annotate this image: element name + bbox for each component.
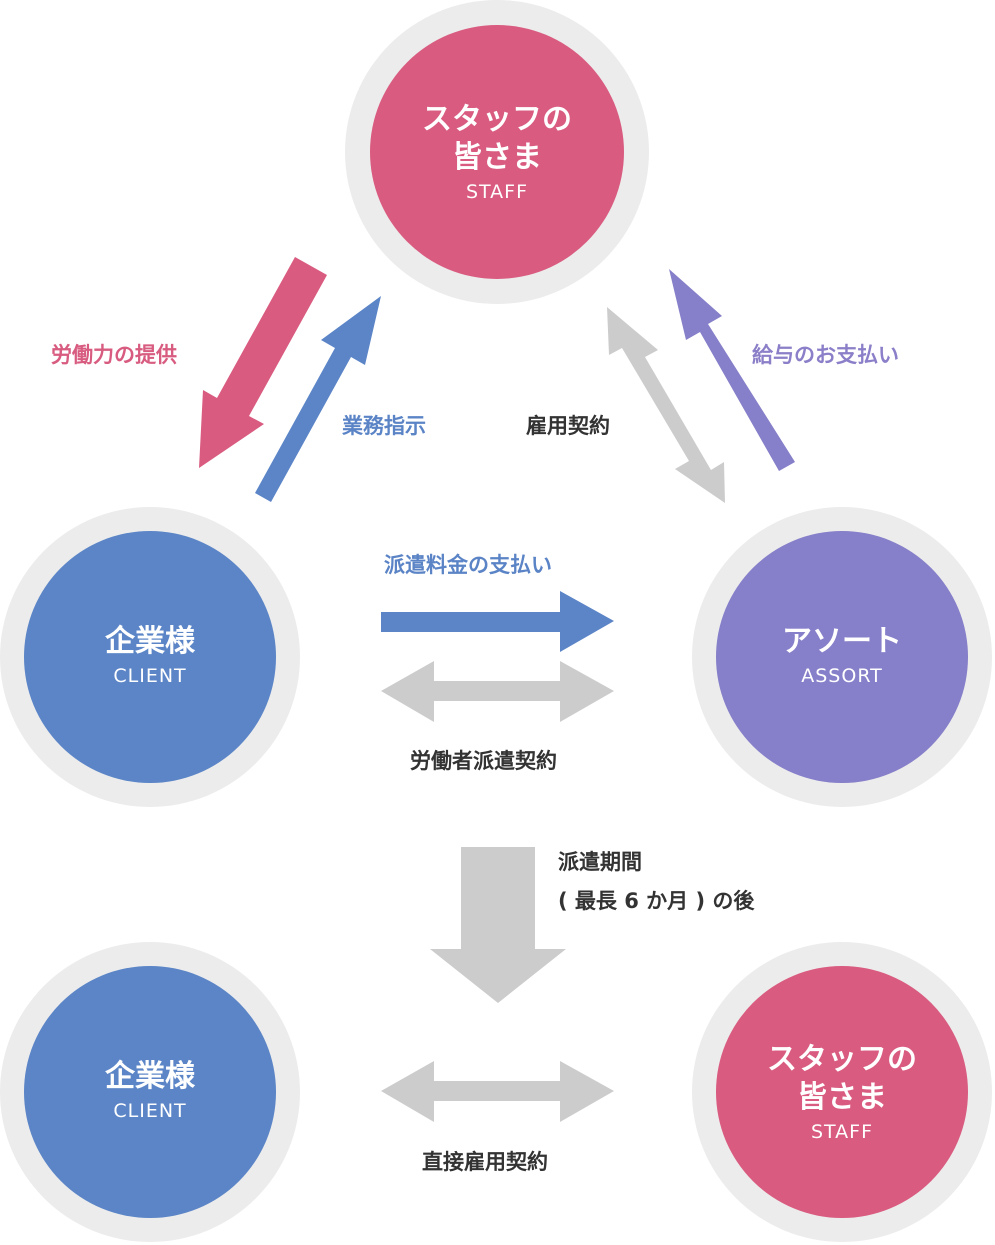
assort-circle	[716, 531, 968, 783]
client-mid-title: 企業様	[105, 624, 195, 659]
direct-contract-arrow	[381, 1061, 614, 1122]
work-instruction-label: 業務指示	[342, 414, 426, 438]
labor-provision-arrow	[199, 257, 327, 468]
staff-top-circle	[370, 25, 624, 279]
assort-node: アソート ASSORT	[742, 623, 942, 689]
labor-provision-label: 労働力の提供	[51, 343, 177, 367]
staff-top-title-2: 皆さま	[452, 140, 542, 175]
client-bottom-title: 企業様	[105, 1059, 195, 1094]
staff-bottom-circle	[716, 966, 968, 1218]
after-period-arrow	[430, 847, 566, 1003]
direct-contract-label: 直接雇用契約	[422, 1150, 548, 1174]
client-bottom-circle	[24, 966, 276, 1218]
dispatch-fee-arrow	[381, 591, 614, 652]
dispatch-contract-label: 労働者派遣契約	[410, 749, 557, 773]
client-bottom-en: CLIENT	[113, 1100, 187, 1122]
after-period-label-2: ( 最長 6 か月 ) の後	[558, 889, 755, 913]
employment-contract-arrow	[607, 307, 725, 503]
dispatch-fee-label: 派遣料金の支払い	[384, 553, 552, 577]
staff-top-en: STAFF	[465, 181, 529, 203]
staff-bottom-title-2: 皆さま	[797, 1080, 887, 1115]
assort-en: ASSORT	[801, 665, 883, 687]
assort-title: アソート	[782, 624, 902, 659]
client-bottom-node: 企業様 CLIENT	[50, 1058, 250, 1124]
work-instruction-arrow	[255, 296, 381, 502]
client-mid-circle	[24, 531, 276, 783]
staff-bottom-title-1: スタッフの	[767, 1042, 917, 1077]
salary-payment-arrow	[669, 269, 795, 471]
employment-contract-label: 雇用契約	[526, 414, 610, 438]
client-mid-en: CLIENT	[113, 665, 187, 687]
staff-bottom-en: STAFF	[810, 1121, 874, 1143]
dispatch-contract-arrow	[381, 661, 614, 722]
client-mid-node: 企業様 CLIENT	[50, 623, 250, 689]
staff-top-node: スタッフの 皆さま STAFF	[397, 101, 597, 205]
staff-top-title-1: スタッフの	[422, 102, 572, 137]
salary-payment-label: 給与のお支払い	[752, 343, 899, 367]
staff-bottom-node: スタッフの 皆さま STAFF	[742, 1041, 942, 1145]
after-period-label-1: 派遣期間	[558, 850, 642, 874]
